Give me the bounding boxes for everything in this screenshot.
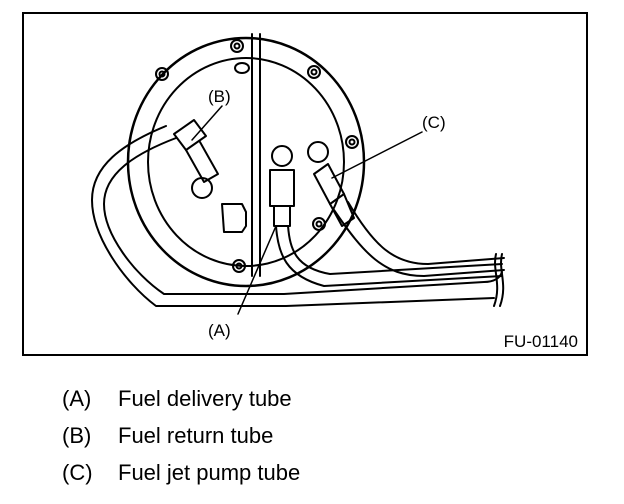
- leader-line-b: [191, 105, 223, 141]
- legend-text: Fuel return tube: [118, 423, 274, 448]
- delivery-tube-fitting: [269, 145, 295, 227]
- figure-code: FU-01140: [503, 332, 578, 351]
- legend-text: Fuel jet pump tube: [118, 460, 301, 485]
- legend-key: (C): [62, 460, 93, 485]
- electrical-connector: [221, 203, 247, 233]
- figure-frame: (B) (C) (A) FU-01140: [22, 12, 588, 356]
- legend-item: (A) Fuel delivery tube: [62, 386, 300, 423]
- flange-bolts: [155, 39, 359, 273]
- fuel-pump-illustration: [91, 33, 505, 315]
- leader-line-c: [331, 131, 423, 179]
- jet-pump-tube-fitting: [307, 141, 355, 227]
- legend-item: (B) Fuel return tube: [62, 423, 300, 460]
- pump-center-divider: [251, 33, 261, 277]
- legend-text: Fuel delivery tube: [118, 386, 292, 411]
- fuel-delivery-tube: [275, 225, 503, 287]
- legend-key: (A): [62, 386, 92, 411]
- callout-c: (C): [422, 113, 446, 132]
- fuel-jet-pump-tube: [333, 209, 505, 277]
- legend: (A) Fuel delivery tube (B) Fuel return tub…: [62, 386, 300, 497]
- legend-item: (C) Fuel jet pump tube: [62, 460, 300, 497]
- fuel-return-tube: [103, 137, 503, 295]
- leader-line-a: [237, 225, 277, 315]
- callout-a: (A): [208, 321, 231, 340]
- legend-key: (B): [62, 423, 92, 448]
- return-tube-fitting: [173, 119, 219, 199]
- callout-b: (B): [208, 87, 231, 106]
